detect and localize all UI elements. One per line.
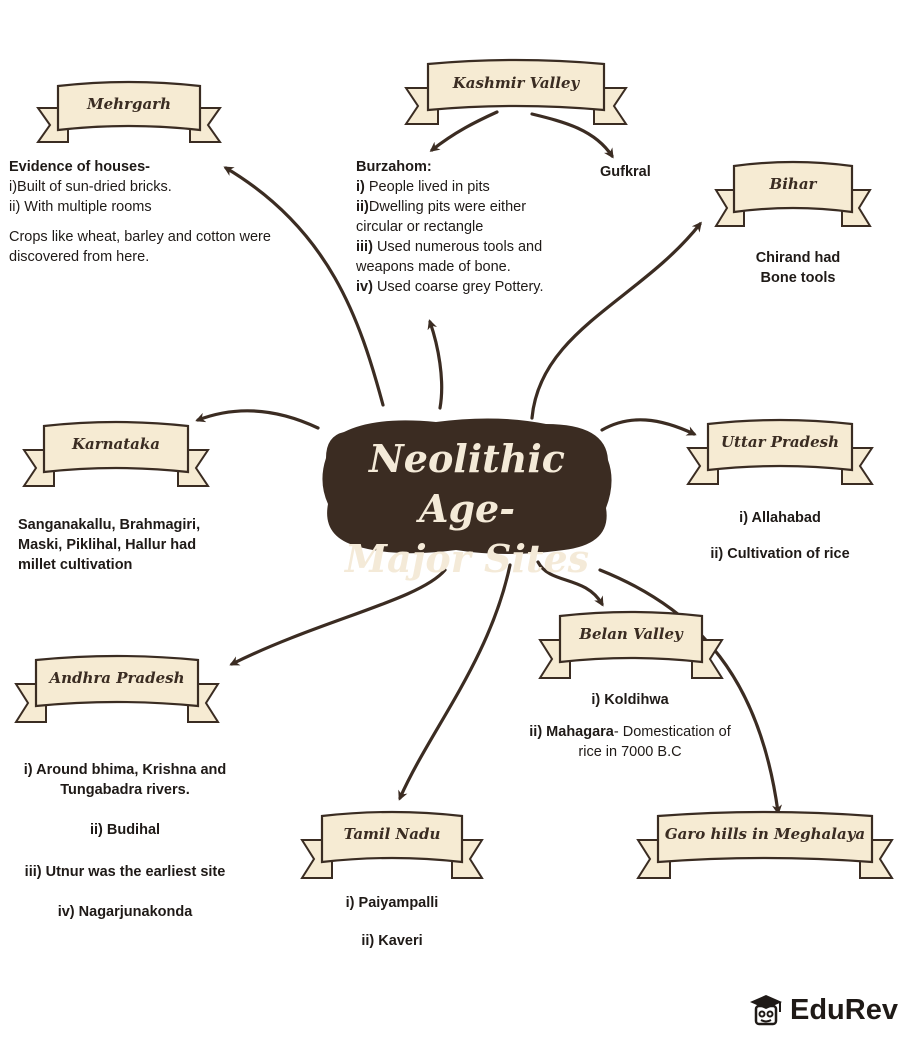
arrow-kashmir-burzahom xyxy=(429,110,499,152)
banner-label: Tamil Nadu xyxy=(343,825,441,843)
arrow-to-uttar xyxy=(600,418,697,436)
belan-details: i) Koldihwa ii) Mahagara- Domestication … xyxy=(520,690,740,762)
banner-label: Belan Valley xyxy=(579,625,683,643)
ribbon-shape xyxy=(714,160,872,227)
arrow-to-andhra xyxy=(229,568,447,666)
banner-bihar: Bihar xyxy=(712,158,874,232)
banner-garo-hills: Garo hills in Meghalaya xyxy=(634,808,896,884)
arrow-to-belan xyxy=(536,560,604,607)
andhra-item-4: iv) Nagarjunakonda xyxy=(57,904,193,920)
tamil-item-1: i) Paiyampalli xyxy=(345,895,439,911)
banner-label: Garo hills in Meghalaya xyxy=(664,825,866,843)
mehrgarh-line-1: i)Built of sun-dried bricks. xyxy=(9,179,172,195)
burzahom-details: Burzahom: i) People lived in pits ii)Dwe… xyxy=(356,157,572,297)
mehrgarh-line-2: ii) With multiple rooms xyxy=(9,199,152,215)
karnataka-details: Sanganakallu, Brahmagiri, Maski, Pikliha… xyxy=(18,517,201,573)
uttar-item-2: ii) Cultivation of rice xyxy=(710,546,850,562)
mehrgarh-note: Crops like wheat, barley and cotton were… xyxy=(9,229,271,265)
banner-label: Andhra Pradesh xyxy=(49,669,185,687)
belan-item-2: ii) Mahagara- Domestication of rice in 7… xyxy=(529,724,731,760)
tamil-details: i) Paiyampalli ii) Kaveri xyxy=(310,893,474,951)
bihar-details: Chirand had Bone tools xyxy=(755,250,841,286)
ribbon-shape xyxy=(404,58,628,125)
burzahom-item-2: ii)Dwelling pits were either circular or… xyxy=(356,199,527,235)
burzahom-item-4: iv) Used coarse grey Pottery. xyxy=(356,279,544,295)
burzahom-item-1: i) People lived in pits xyxy=(356,179,490,195)
andhra-details: i) Around bhima, Krishna and Tungabadra … xyxy=(2,760,248,922)
banner-uttar-pradesh: Uttar Pradesh xyxy=(684,416,876,490)
arrow-to-bihar xyxy=(530,221,702,420)
banner-tamil-nadu: Tamil Nadu xyxy=(298,808,486,884)
burzahom-heading: Burzahom: xyxy=(356,159,432,175)
andhra-item-1: i) Around bhima, Krishna and Tungabadra … xyxy=(23,762,227,798)
arrow-kashmir-gufkral xyxy=(530,112,614,159)
arrow-to-tamil xyxy=(398,563,512,801)
banner-andhra-pradesh: Andhra Pradesh xyxy=(12,652,222,728)
banner-label: Bihar xyxy=(769,175,817,193)
mehrgarh-heading: Evidence of houses- xyxy=(9,159,151,175)
burzahom-item-3: iii) Used numerous tools and weapons mad… xyxy=(356,239,543,275)
andhra-item-2: ii) Budihal xyxy=(89,822,161,838)
ribbon-shape xyxy=(686,418,874,485)
banner-mehrgarh: Mehrgarh xyxy=(34,78,224,148)
uttar-item-1: i) Allahabad xyxy=(739,510,821,526)
banner-kashmir-valley: Kashmir Valley xyxy=(402,58,630,130)
graduation-cap-icon xyxy=(750,995,782,1026)
arrow-to-mehrgarh xyxy=(223,166,385,407)
ribbon-shape xyxy=(636,810,894,879)
arrow-to-karnataka xyxy=(195,409,320,430)
uttar-details: i) Allahabad ii) Cultivation of rice xyxy=(680,508,880,564)
arrow-to-garo xyxy=(598,568,783,815)
ribbon-shape xyxy=(22,420,210,487)
ribbon-shape xyxy=(538,610,724,679)
banner-karnataka: Karnataka xyxy=(20,418,212,492)
mehrgarh-details: Evidence of houses- i)Built of sun-dried… xyxy=(9,157,279,267)
arrow-to-kashmir xyxy=(427,319,444,410)
edurev-logo: EduRev xyxy=(748,988,898,1032)
ribbon-shape xyxy=(300,810,484,879)
ribbon-shape xyxy=(36,80,222,143)
logo-text: EduRev xyxy=(790,993,898,1026)
andhra-item-3: iii) Utnur was the earliest site xyxy=(24,864,226,880)
central-title-badge: Neolithic Age- Major Sites xyxy=(316,412,618,581)
title-line-2: Major Sites xyxy=(344,536,590,581)
title-line-1: Neolithic Age- xyxy=(369,436,565,531)
banner-label: Karnataka xyxy=(71,435,161,453)
tamil-item-2: ii) Kaveri xyxy=(361,933,423,949)
ribbon-shape xyxy=(14,654,220,723)
belan-item-1: i) Koldihwa xyxy=(591,692,669,708)
banner-label: Kashmir Valley xyxy=(452,74,580,92)
gufkral-label: Gufkral xyxy=(600,164,651,180)
title-blob-shape xyxy=(322,418,612,554)
banner-label: Uttar Pradesh xyxy=(720,433,840,451)
banner-belan-valley: Belan Valley xyxy=(536,608,726,684)
banner-label: Mehrgarh xyxy=(87,95,171,113)
